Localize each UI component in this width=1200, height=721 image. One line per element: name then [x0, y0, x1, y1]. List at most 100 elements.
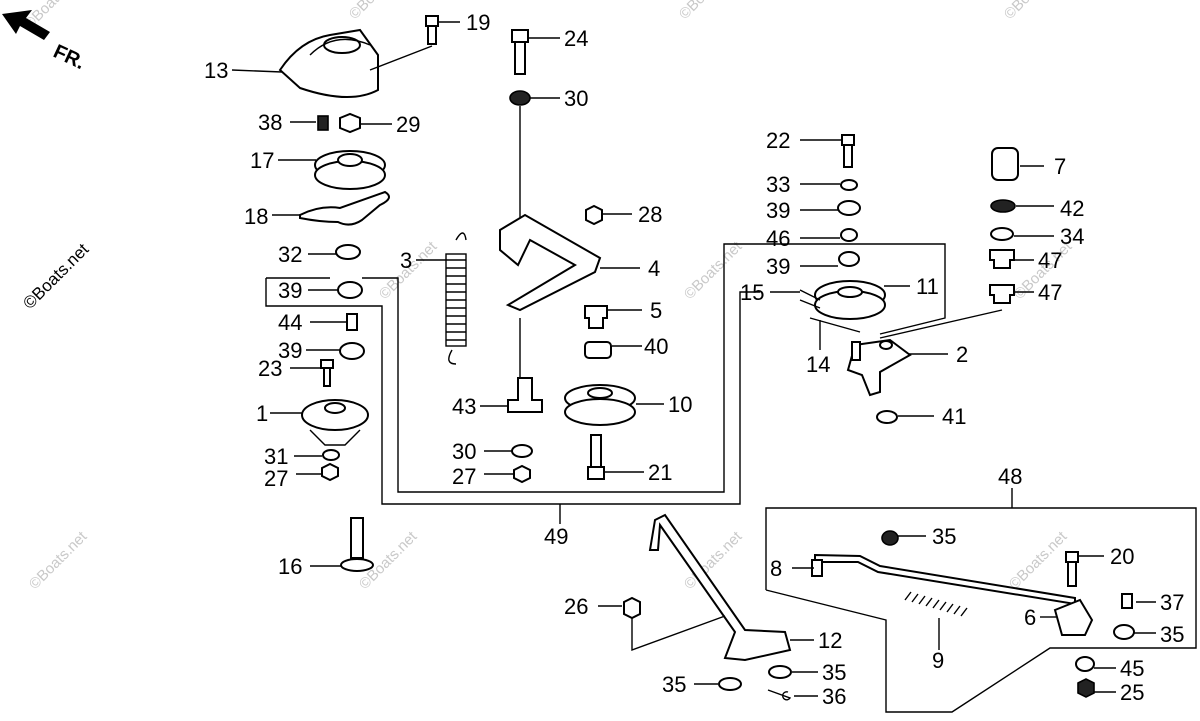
group-49-bracket — [265, 278, 760, 505]
callout-22: 22 — [766, 128, 790, 153]
bushing-5 — [584, 305, 608, 329]
collar-7 — [991, 147, 1019, 181]
watermark: ©Boats.net — [1006, 528, 1071, 593]
shaft-43 — [507, 377, 543, 413]
callout-45: 45 — [1120, 656, 1144, 681]
callout-23: 23 — [258, 356, 282, 381]
watermark: ©Boats.net — [681, 238, 746, 303]
callout-4: 4 — [648, 256, 660, 281]
callout-11: 11 — [916, 274, 939, 299]
leader-lines — [231, 21, 1197, 713]
callout-32: 32 — [278, 242, 302, 267]
bushing-47 — [989, 249, 1015, 269]
callout-labels: 19 24 13 30 38 29 17 1 8 28 32 3 4 39 5 4… — [204, 10, 1184, 709]
bolt-22 — [841, 134, 855, 146]
callout-35: 35 — [662, 672, 686, 697]
callout-30: 30 — [564, 86, 588, 111]
callout-14: 14 — [806, 352, 830, 377]
callout-49: 49 — [544, 524, 568, 549]
callout-39: 39 — [766, 198, 790, 223]
collar-39 — [337, 281, 363, 299]
bolt-23 — [320, 359, 334, 369]
callout-10: 10 — [668, 392, 692, 417]
nut-26 — [623, 596, 641, 620]
collar-39-right — [837, 200, 861, 216]
key-38 — [317, 115, 329, 131]
callout-31: 31 — [264, 444, 288, 469]
watermark-side: ©Boats.net — [19, 240, 92, 313]
callout-6: 6 — [1024, 605, 1036, 630]
callout-43: 43 — [452, 394, 476, 419]
callout-34: 34 — [1060, 224, 1084, 249]
bolt-16 — [350, 517, 364, 559]
callout-39: 39 — [278, 338, 302, 363]
washer-31 — [322, 449, 340, 461]
callout-35: 35 — [932, 524, 956, 549]
callout-48: 48 — [998, 464, 1022, 489]
callout-1: 1 — [256, 401, 268, 426]
callout-28: 28 — [638, 202, 662, 227]
callout-42: 42 — [1060, 196, 1084, 221]
washer-35-left — [718, 677, 742, 691]
nut-29 — [339, 112, 361, 134]
callout-20: 20 — [1110, 544, 1134, 569]
pulley-hub-1 — [301, 399, 369, 431]
callout-46: 46 — [766, 226, 790, 251]
callout-47: 47 — [1038, 280, 1062, 305]
washer-35 — [881, 530, 899, 546]
callout-26: 26 — [564, 594, 588, 619]
callout-27: 27 — [452, 464, 476, 489]
callout-3: 3 — [400, 248, 412, 273]
callout-13: 13 — [204, 58, 228, 83]
collar-39-lower — [339, 342, 365, 360]
nut-28 — [585, 204, 603, 226]
callout-8: 8 — [770, 556, 782, 581]
washer-35-mid — [768, 665, 792, 679]
idler-arm-2 — [846, 338, 912, 397]
spring-3 — [446, 232, 467, 365]
watermark: ©Boats.net — [676, 0, 741, 23]
front-arrow-icon — [2, 10, 50, 40]
callout-27: 27 — [264, 466, 288, 491]
bracket-6 — [1053, 598, 1094, 636]
callout-30: 30 — [452, 439, 476, 464]
collar-40 — [584, 341, 612, 359]
bracket-4 — [499, 213, 602, 312]
callout-17: 17 — [250, 148, 274, 173]
nut-27-lower — [513, 464, 531, 484]
bolt-21 — [590, 434, 602, 468]
bushing-47-lower — [989, 284, 1015, 304]
bolt-20 — [1065, 551, 1079, 563]
callout-12: 12 — [818, 628, 842, 653]
callout-36: 36 — [822, 684, 846, 709]
cotter-pin-36 — [767, 689, 792, 701]
collar-45 — [1075, 656, 1095, 672]
pin-44 — [346, 313, 358, 331]
watermark: ©Boats.net — [346, 0, 411, 23]
belt-15 — [799, 289, 861, 333]
collar-39-right-lower — [838, 251, 860, 267]
washer-35-right — [1113, 624, 1135, 640]
washer-33 — [840, 179, 858, 191]
bolt-24 — [511, 29, 529, 43]
group-48-bracket — [765, 507, 1197, 713]
tension-arm-18 — [299, 190, 390, 226]
lock-washer-42 — [990, 199, 1016, 213]
watermark: ©Boats.net — [1001, 0, 1066, 23]
callout-2: 2 — [956, 342, 968, 367]
lever-rod-12 — [648, 513, 792, 662]
callout-24: 24 — [564, 26, 588, 51]
callout-29: 29 — [396, 112, 420, 137]
callout-33: 33 — [766, 172, 790, 197]
callout-40: 40 — [644, 334, 668, 359]
bolt-19 — [425, 15, 439, 27]
callout-21: 21 — [648, 460, 672, 485]
pin-37 — [1121, 593, 1133, 609]
callout-38: 38 — [258, 110, 282, 135]
callout-5: 5 — [650, 298, 662, 323]
nut-27 — [321, 462, 339, 482]
callout-39: 39 — [278, 278, 302, 303]
callout-19: 19 — [466, 10, 490, 35]
callout-37: 37 — [1160, 590, 1184, 615]
